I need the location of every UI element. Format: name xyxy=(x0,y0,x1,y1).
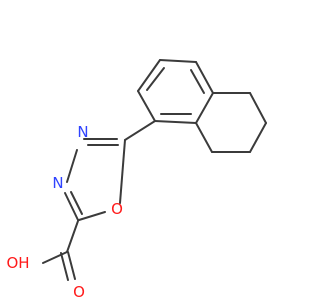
bond-ar-2-3 xyxy=(137,59,161,92)
bond-carboxyl-o-double xyxy=(60,252,69,281)
bond-ar-1-2 xyxy=(137,90,156,122)
atom-oxygen-ring: O xyxy=(111,200,123,218)
bond-c5-o1 xyxy=(78,211,106,221)
bond-ar-4-5 xyxy=(195,61,214,94)
molecule-structure: N N O O OH xyxy=(6,59,267,300)
bond-ar-inner-2 xyxy=(190,69,205,94)
atom-nitrogen-upper: N xyxy=(77,123,88,141)
bond-sat-2-3 xyxy=(249,92,267,124)
bond-carboxyl-oh xyxy=(42,251,68,264)
bond-n4-c5-double xyxy=(70,191,83,215)
bond-sat-5-6 xyxy=(195,122,213,153)
bond-ar-inner-1 xyxy=(146,67,165,91)
bond-n4-c5 xyxy=(64,192,79,221)
bond-sat-3-4 xyxy=(249,122,267,153)
atom-oxygen-carbonyl: O xyxy=(73,283,85,300)
atom-nitrogen-lower: N xyxy=(52,174,63,192)
bond-oxadiazole-aryl xyxy=(124,120,156,141)
bond-c5-carboxyl xyxy=(66,220,79,253)
bond-carboxyl-o xyxy=(67,251,76,280)
bond-ar-3-4 xyxy=(159,59,197,63)
bond-ar-6-1 xyxy=(154,120,197,124)
bond-n3-n4 xyxy=(66,149,78,183)
atom-hydroxyl: OH xyxy=(6,254,29,272)
bond-ar-5-6 xyxy=(195,92,214,124)
bond-o1-c2 xyxy=(119,139,126,204)
